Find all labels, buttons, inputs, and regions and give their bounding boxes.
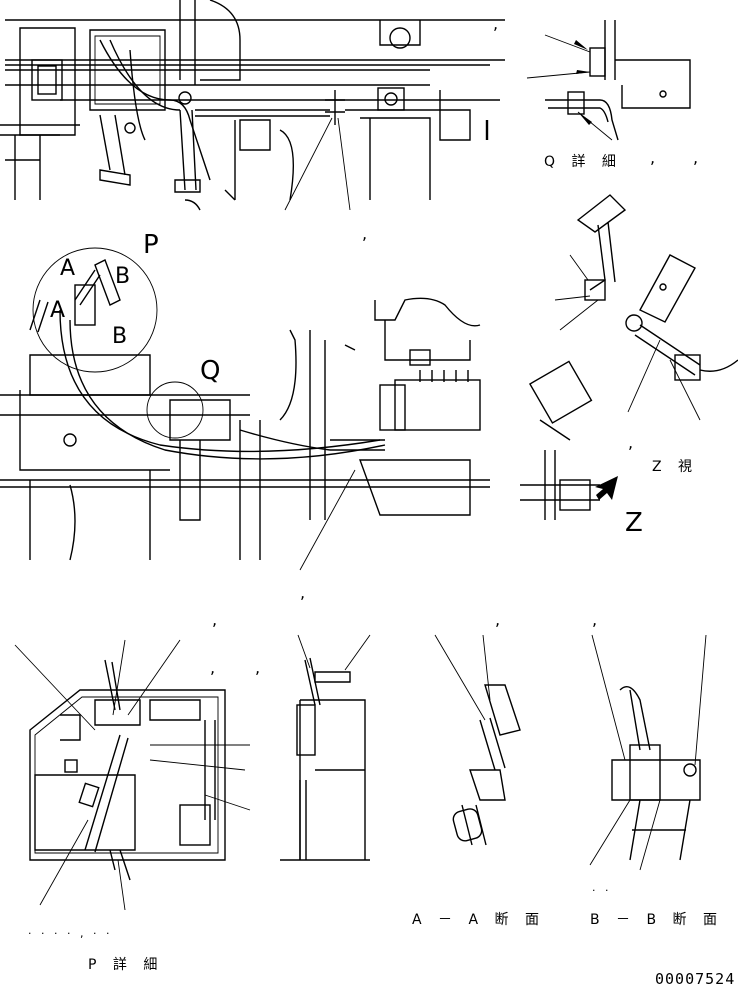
z-view-caption: Z 視	[652, 459, 699, 475]
view-a-top-label: A	[60, 256, 76, 281]
separator-mark: ,	[212, 610, 218, 629]
view-q-label: Q	[200, 356, 221, 386]
separator-mark: ,	[693, 148, 699, 167]
section-aa-drawing	[434, 634, 521, 846]
section-bb-caption: B － B 断 面	[590, 912, 724, 928]
section-aa-caption: A － A 断 面	[412, 912, 545, 928]
drawing-number: 00007524	[655, 970, 736, 988]
view-b-top-label: B	[115, 264, 131, 289]
p-detail-caption: P 詳 細	[88, 957, 164, 973]
p-detail-drawing	[14, 639, 251, 911]
view-b-bottom-label: B	[112, 324, 128, 349]
view-p-label: P	[143, 230, 159, 260]
separator-mark: ,	[210, 658, 216, 677]
q-detail-caption: Q 詳 細	[544, 154, 622, 170]
view-z-label: Z	[625, 508, 643, 538]
separator-mark: ,	[495, 610, 501, 629]
p-detail-marks: · · · · , · ·	[28, 927, 113, 940]
z-view-drawing	[520, 194, 738, 520]
separator-mark: ,	[592, 610, 598, 629]
separator-mark: ,	[255, 658, 261, 677]
separator-mark: ,	[493, 14, 499, 33]
side-view-drawing	[280, 634, 371, 861]
separator-mark: ,	[300, 583, 306, 602]
separator-mark: ,	[362, 224, 368, 243]
top-frame-assembly	[0, 0, 505, 211]
section-bb-drawing	[589, 634, 707, 871]
separator-mark: ,	[650, 148, 656, 167]
q-detail-drawing	[526, 20, 691, 141]
bb-marks: · ·	[592, 884, 612, 897]
view-a-bottom-label: A	[50, 298, 66, 323]
separator-mark: ,	[628, 433, 634, 452]
middle-frame-assembly	[0, 247, 490, 571]
